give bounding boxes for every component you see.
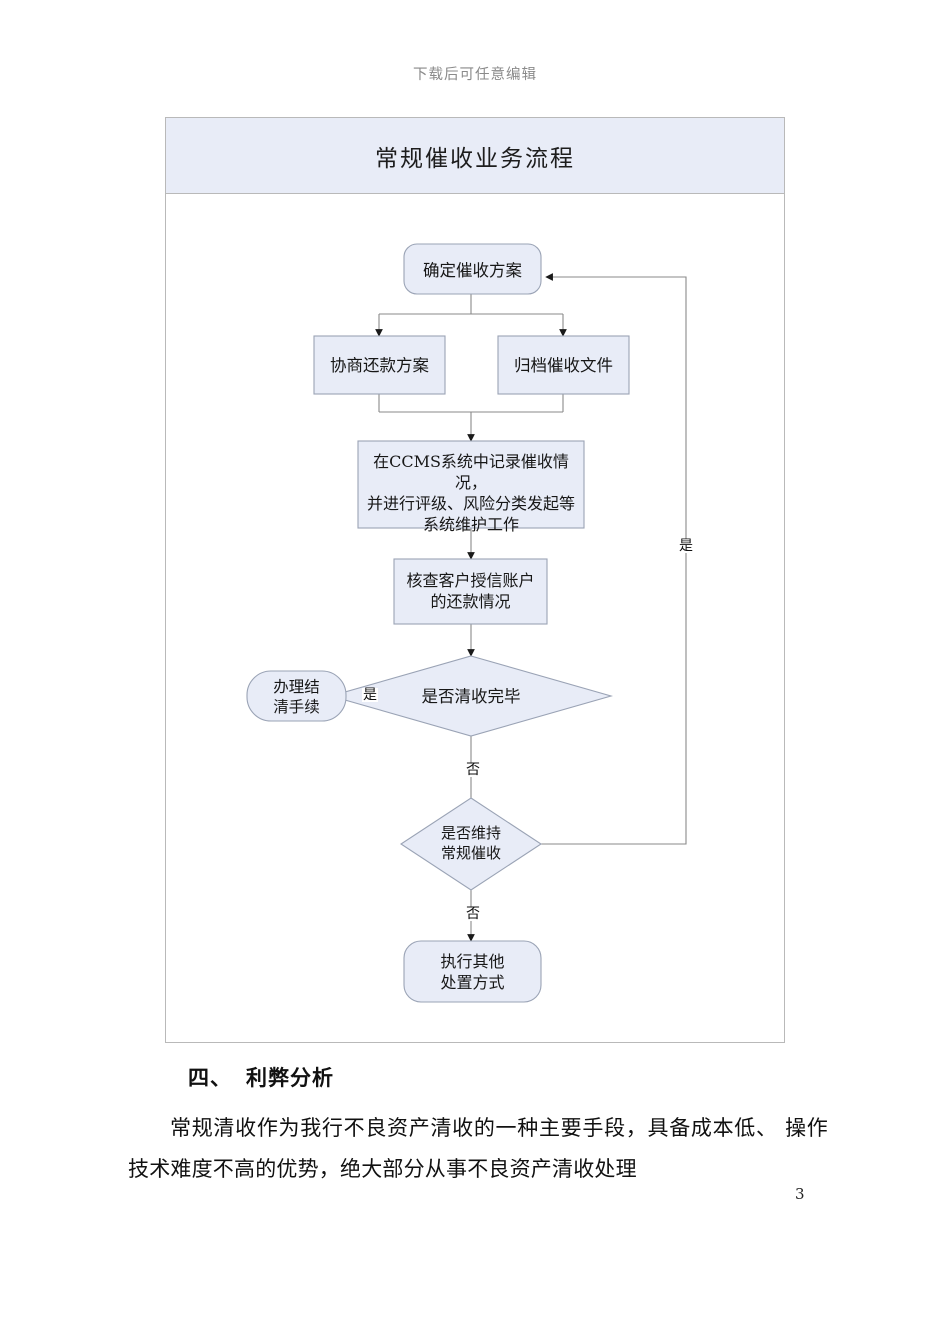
node-shape-n7 — [246, 670, 347, 722]
section-number: 四、 — [188, 1066, 232, 1090]
page-number: 3 — [795, 1185, 805, 1203]
flowchart-canvas — [246, 243, 687, 1003]
node-shape-n3 — [497, 335, 630, 395]
edge-n8-loop-n1 — [541, 273, 687, 845]
edge-label-yes-loop: 是 — [678, 538, 694, 554]
flowchart-frame: 常规催收业务流程 — [165, 117, 785, 1043]
edge-label-yes-settle: 是 — [362, 687, 378, 703]
section-title: 利弊分析 — [246, 1066, 334, 1090]
node-shape-n1 — [403, 243, 542, 295]
node-shape-n4 — [357, 440, 585, 529]
flowchart-title: 常规催收业务流程 — [375, 145, 575, 172]
header-watermark: 下载后可任意编辑 — [413, 67, 537, 83]
node-shape-n8 — [399, 797, 543, 891]
node-shape-n6 — [328, 655, 614, 737]
edge-label-no-other: 否 — [465, 906, 481, 922]
section-heading: 四、利弊分析 — [188, 1062, 334, 1092]
flowchart-title-bar: 常规催收业务流程 — [166, 118, 784, 194]
body-paragraph: 常规清收作为我行不良资产清收的一种主要手段，具备成本低、 操作技术难度不高的优势… — [128, 1116, 828, 1181]
node-shape-n9 — [403, 940, 542, 1003]
node-shape-n5 — [393, 558, 548, 625]
node-shape-n2 — [313, 335, 446, 395]
edge-label-no-settle: 否 — [465, 762, 481, 778]
